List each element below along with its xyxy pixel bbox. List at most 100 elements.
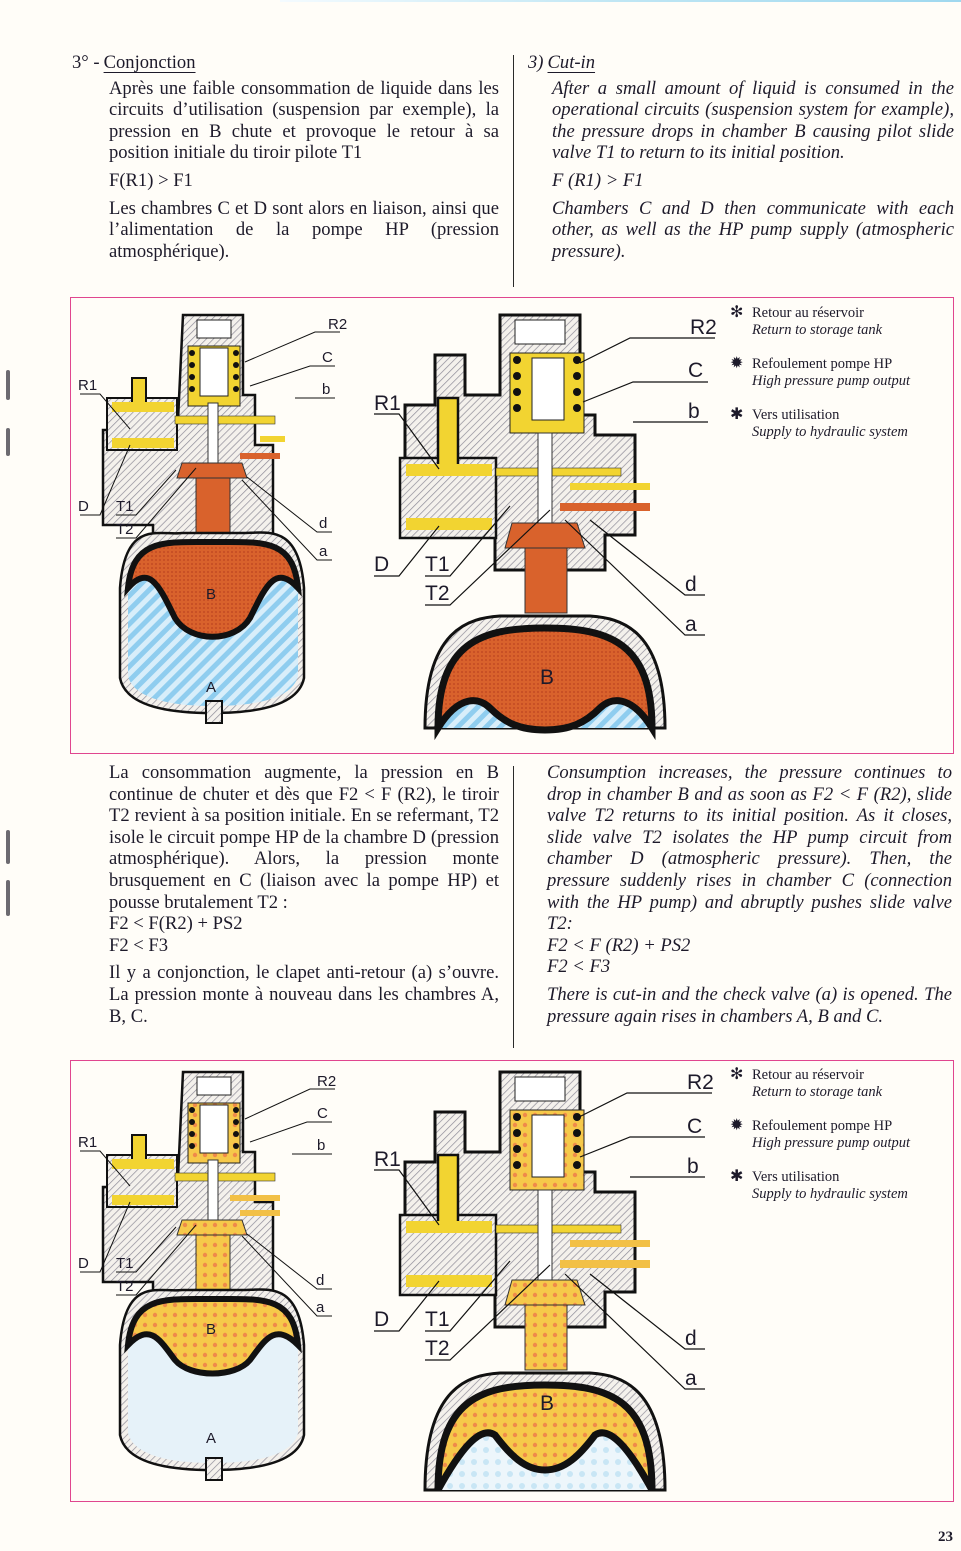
legend-label-en: Supply to hydraulic system [752,1186,908,1202]
label-D: D [78,1255,89,1272]
label-B: B [540,666,554,689]
legend-label-en: High pressure pump output [752,1135,911,1151]
label-T1: T1 [116,1255,134,1272]
label-b: b [322,381,330,398]
label-B: B [206,1321,216,1338]
label-A: A [206,1430,216,1447]
legend-1: ✻ Retour au réservoir Return to storage … [730,304,911,458]
section-number: 3° - [72,52,100,73]
asterisk-bold-icon: ✱ [730,406,744,423]
accumulator-diagram-large-2: R2 C b R1 D T1 T2 d a B [374,1070,714,1492]
label-C: C [687,1115,702,1138]
formula: F2 < F(R2) + PS2 [109,913,243,935]
legend-item: ✹ Refoulement pompe HP High pressure pum… [730,355,911,390]
section-heading-en: 3)Cut-in [528,52,954,74]
legend-label-en: Return to storage tank [752,322,883,338]
binder-hole-mark [6,428,10,456]
accumulator-diagram-small-1: R2 C b R1 D T1 T2 d a B A [78,313,347,724]
paragraph: Les chambres C et D sont alors en liaiso… [109,197,499,262]
binder-hole-mark [6,370,10,400]
section-number: 3) [528,52,544,73]
asterisk-bold-icon: ✱ [730,1168,744,1185]
legend-label-en: Supply to hydraulic system [752,424,908,440]
label-R2: R2 [328,316,347,333]
label-d: d [316,1272,324,1289]
label-T1: T1 [425,1308,450,1331]
label-T1: T1 [425,553,450,576]
asterisk-open-icon: ✻ [730,1066,744,1083]
column-divider [513,55,514,287]
legend-label-fr: Retour au réservoir [752,305,864,321]
label-D: D [374,1308,389,1331]
label-d: d [319,515,327,532]
section2-english-column: Consumption increases, the pressure cont… [547,762,952,1033]
legend-label-en: High pressure pump output [752,373,911,389]
figure-frame-1 [70,297,954,754]
label-d: d [685,573,697,596]
accumulator-diagram-small-2: R2 C b R1 D T1 T2 d a B A [78,1070,336,1481]
label-T2: T2 [425,1337,450,1360]
section-title: Conjonction [103,52,196,73]
label-T2: T2 [116,521,134,538]
page-top-edge [280,0,961,2]
legend-item: ✻ Retour au réservoir Return to storage … [730,1066,910,1101]
label-R2: R2 [687,1071,714,1094]
label-R1: R1 [78,377,97,394]
label-a: a [319,543,328,560]
label-T2: T2 [116,1278,134,1295]
label-d: d [685,1327,697,1350]
label-T1: T1 [116,498,134,515]
legend-label-fr: Refoulement pompe HP [752,1118,893,1134]
legend-label-fr: Vers utilisation [752,407,840,423]
legend-label-fr: Refoulement pompe HP [752,356,893,372]
label-A: A [206,679,216,696]
paragraph: There is cut-in and the check valve (a) … [547,983,952,1027]
column-divider [513,766,514,1048]
label-C: C [688,359,703,382]
formula: F2 < F3 [547,956,611,978]
label-a: a [685,613,697,636]
paragraph: After a small amount of liquid is consum… [552,77,954,164]
label-D: D [374,553,389,576]
paragraph: Chambers C and D then communicate with e… [552,197,954,262]
legend-item: ✱ Vers utilisation Supply to hydraulic s… [730,1168,910,1203]
asterisk-filled-icon: ✹ [730,355,744,372]
legend-item: ✱ Vers utilisation Supply to hydraulic s… [730,406,910,441]
paragraph: Après une faible consommation de liquide… [109,77,499,164]
paragraph: La consommation augmente, la pression en… [109,762,499,913]
label-R2: R2 [690,316,717,339]
section-title: Cut-in [547,52,596,73]
accumulator-diagram-large-1: R2 C b R1 D T1 T2 d a B [374,313,717,741]
label-T2: T2 [425,582,450,605]
paragraph: Consumption increases, the pressure cont… [547,762,952,935]
label-R1: R1 [374,1148,401,1171]
paragraph: Il y a conjonction, le clapet anti-retou… [109,962,499,1027]
label-B: B [540,1392,554,1415]
formula: F2 < F3 [109,934,169,956]
legend-item: ✻ Retour au réservoir Return to storage … [730,304,910,339]
section1-english-column: 3)Cut-in After a small amount of liquid … [528,52,954,268]
label-a: a [685,1367,697,1390]
label-B: B [206,586,216,603]
label-b: b [687,1155,699,1178]
section1-french-column: 3° -Conjonction Après une faible consomm… [72,52,499,268]
page-number: 23 [938,1529,953,1545]
formula: F2 < F (R2) + PS2 [547,934,691,956]
label-b: b [317,1137,325,1154]
section-heading-fr: 3° -Conjonction [72,52,499,74]
label-C: C [317,1105,328,1122]
label-R1: R1 [78,1134,97,1151]
binder-hole-mark [6,880,10,916]
formula: F (R1) > F1 [552,169,644,191]
legend-label-en: Return to storage tank [752,1084,883,1100]
label-R1: R1 [374,392,401,415]
legend-item: ✹ Refoulement pompe HP High pressure pum… [730,1117,911,1152]
section2-french-column: La consommation augmente, la pression en… [109,762,499,1033]
legend-label-fr: Vers utilisation [752,1169,840,1185]
legend-2: ✻ Retour au réservoir Return to storage … [730,1066,911,1220]
formula: F(R1) > F1 [109,169,193,191]
label-b: b [688,400,700,423]
label-a: a [316,1299,325,1316]
label-R2: R2 [317,1073,336,1090]
binder-hole-mark [6,830,10,864]
